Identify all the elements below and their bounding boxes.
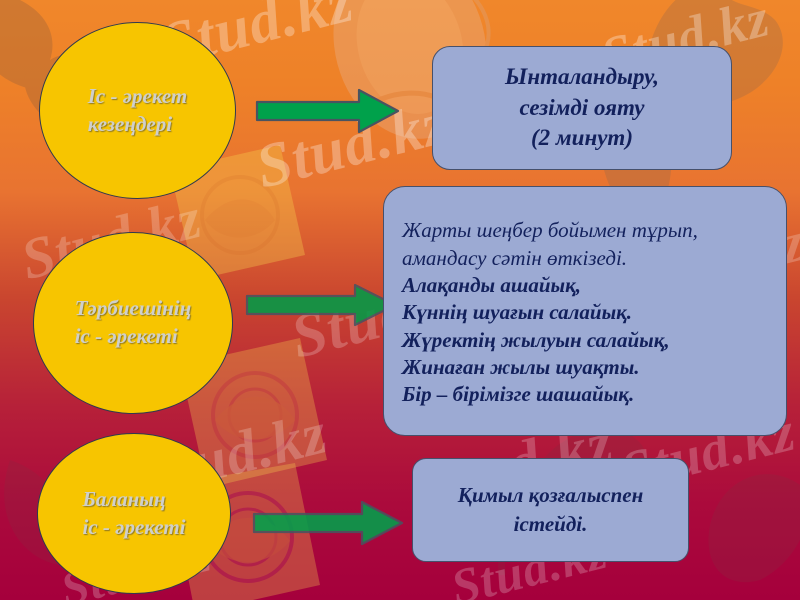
box-child-activity-line: істейді. — [513, 512, 588, 536]
arrow-right-icon — [252, 500, 404, 546]
box-child-activity[interactable]: Қимыл қозғалыспен істейді. — [412, 458, 689, 562]
box-child-activity-line: Қимыл қозғалыспен — [457, 483, 644, 508]
circle-stage[interactable]: Іс - әрекет кезеңдері — [39, 22, 236, 199]
box-teacher-activity-line: Жарты шеңбер бойымен тұрып, — [402, 218, 698, 243]
arrow-right-icon — [255, 88, 400, 134]
circle-child[interactable]: Баланың іс - әрекеті — [37, 433, 231, 594]
box-teacher-activity-line: Алақанды ашайық, — [402, 273, 581, 298]
box-motivation-line: сезімді ояту — [519, 94, 645, 120]
box-motivation[interactable]: Ынталандыру, сезімді ояту (2 минут) — [432, 46, 732, 170]
box-teacher-activity-line: Бір – бірімізге шашайық. — [402, 382, 635, 407]
box-motivation-line: Ынталандыру, — [505, 63, 659, 89]
circle-teacher-label: Тәрбиешінің іс - әрекеті — [74, 296, 192, 348]
circle-stage-label: Іс - әрекет кезеңдері — [87, 83, 188, 136]
box-teacher-activity-line: Жинаған жылы шуақты. — [402, 354, 640, 379]
box-teacher-activity[interactable]: Жарты шеңбер бойымен тұрып, амандасу сәт… — [383, 186, 787, 436]
circle-teacher[interactable]: Тәрбиешінің іс - әрекеті — [33, 232, 233, 414]
box-teacher-activity-line: амандасу сәтін өткізеді. — [402, 245, 628, 270]
box-teacher-activity-line: Күннің шуағын салайық. — [402, 300, 633, 325]
box-motivation-line: (2 минут) — [531, 125, 633, 151]
circle-child-label: Баланың іс - әрекеті — [82, 486, 186, 539]
leaf-decoration — [690, 455, 800, 600]
arrow-right-icon — [245, 283, 397, 327]
box-teacher-activity-line: Жүректің жылуын салайық, — [402, 327, 670, 352]
